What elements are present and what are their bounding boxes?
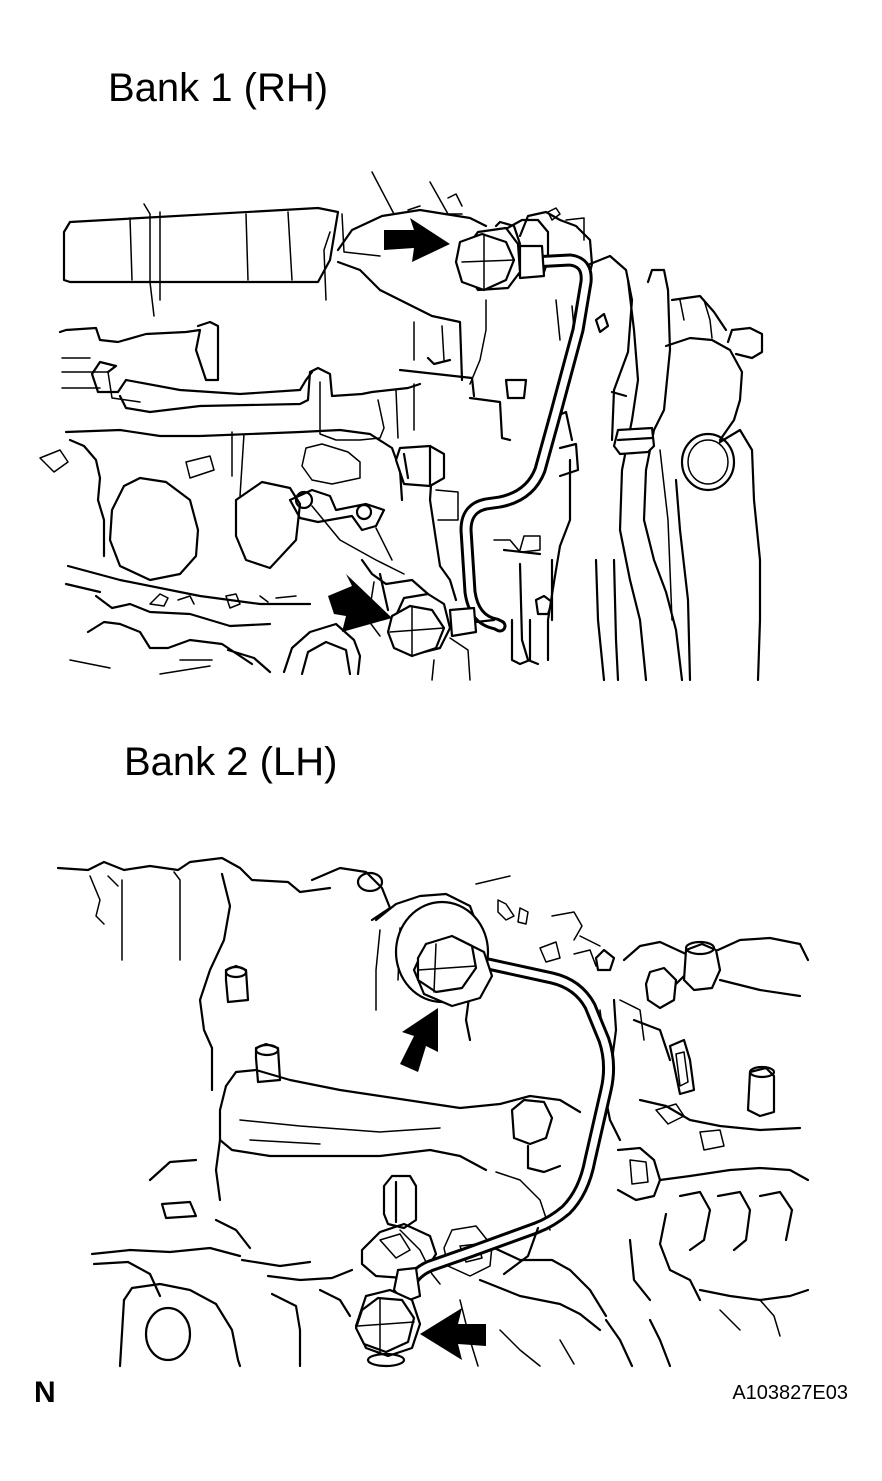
bank2-engine-drawing bbox=[56, 856, 810, 1368]
bank1-lower-arrow-icon bbox=[328, 574, 392, 632]
bank1-fuel-pipe bbox=[448, 244, 593, 638]
bank1-upper-arrow-icon bbox=[384, 218, 450, 262]
bank2-title: Bank 2 (LH) bbox=[124, 740, 338, 784]
bank1-title: Bank 1 (RH) bbox=[108, 66, 329, 110]
bank1-engine-drawing bbox=[39, 171, 764, 682]
orientation-mark: N bbox=[34, 1376, 56, 1409]
bank2-upper-union-bolt-icon bbox=[394, 900, 494, 1008]
bank1-lower-union-bolt-icon bbox=[386, 592, 452, 658]
bank2-lower-arrow-icon bbox=[420, 1308, 486, 1360]
bank2-lower-union-bolt-icon bbox=[354, 1288, 422, 1368]
figure-id: A103827E03 bbox=[732, 1382, 848, 1404]
bank2-fuel-pipe bbox=[392, 957, 616, 1304]
bank1-upper-union-bolt-icon bbox=[454, 220, 522, 292]
bank2-upper-arrow-icon bbox=[400, 1008, 438, 1072]
